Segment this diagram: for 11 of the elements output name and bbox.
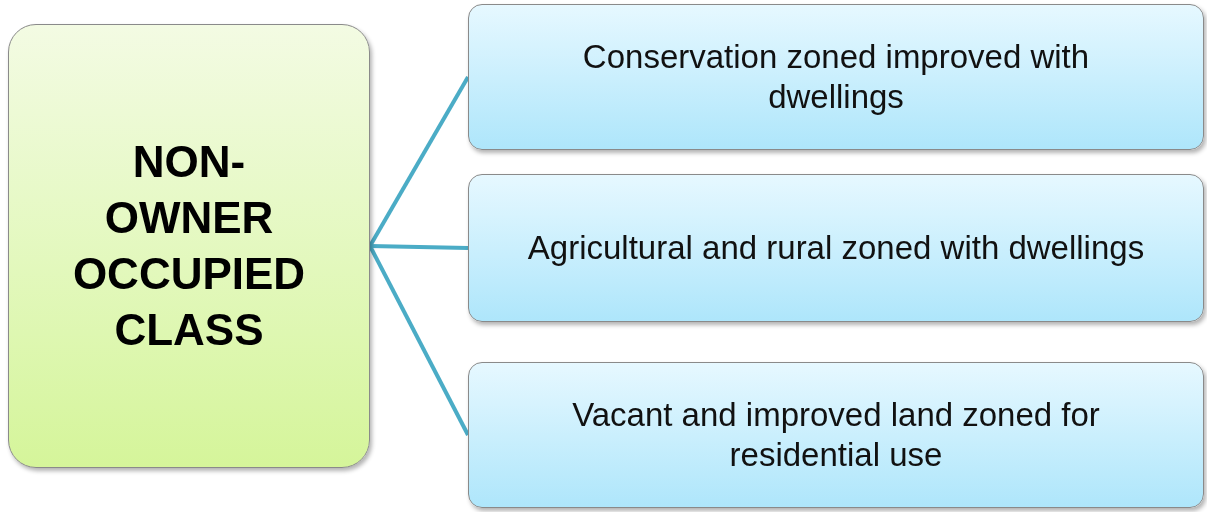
- category-box: [468, 174, 1204, 322]
- class-box: [8, 24, 370, 468]
- category-label: Vacant and improved land zoned for residential use: [571, 395, 1101, 475]
- connector-line: [369, 244, 469, 250]
- category-label: Agricultural and rural zoned with dwellings: [526, 228, 1146, 268]
- connector-line: [368, 245, 470, 436]
- connector-line: [368, 76, 470, 247]
- class-title: NON-OWNER OCCUPIED CLASS: [71, 136, 307, 356]
- category-box: [468, 4, 1204, 150]
- category-label: Conservation zoned improved with dwellings: [581, 37, 1091, 117]
- category-box: [468, 362, 1204, 508]
